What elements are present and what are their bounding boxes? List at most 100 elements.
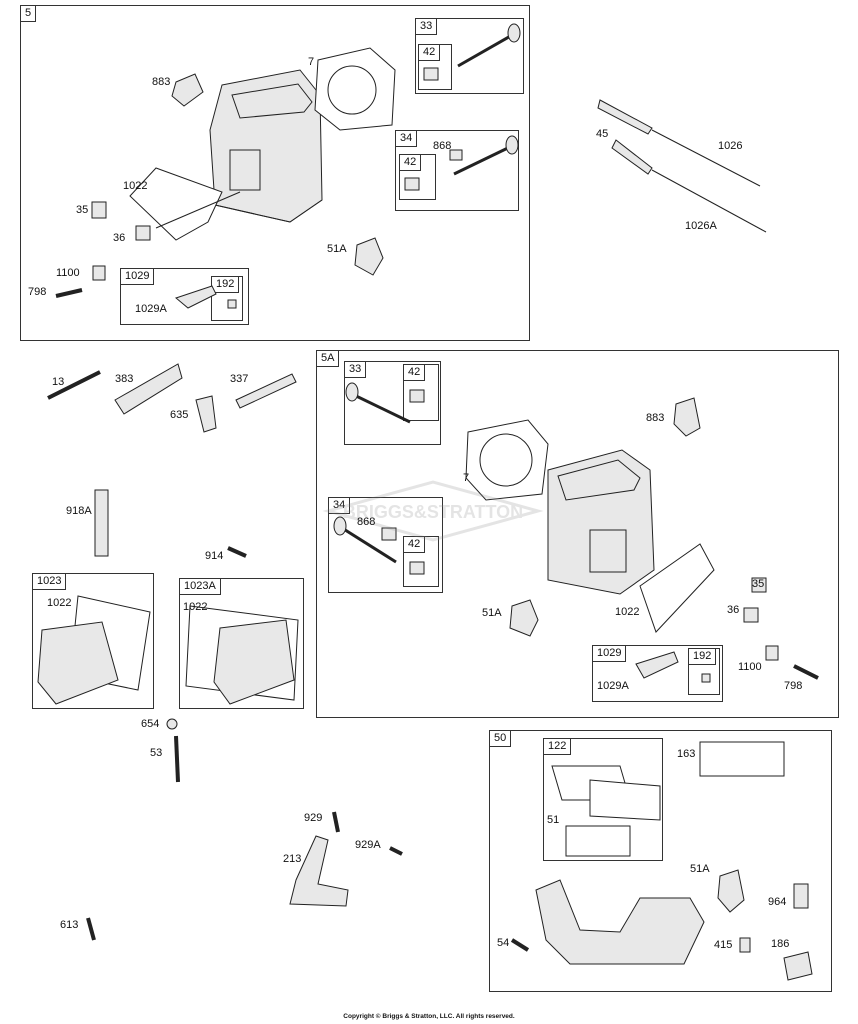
section-50-tag: 50 xyxy=(489,730,512,747)
bracket-213-illustration xyxy=(289,835,349,907)
box-1023: 1023 xyxy=(32,573,154,709)
box-42d-tag: 42 xyxy=(403,536,426,553)
box-34: 34 xyxy=(395,130,519,211)
box-33-tag: 33 xyxy=(415,18,438,35)
briggs-stratton-watermark: BRIGGS&STRATTON xyxy=(322,480,544,542)
section-5-box: 5 xyxy=(20,5,530,341)
keeper-42b-illustration xyxy=(404,177,420,191)
spark-plug-337-illustration xyxy=(235,373,297,409)
label-929: 929 xyxy=(304,812,323,824)
label-35-5A: 35 xyxy=(752,578,765,590)
gasket-51A-50-illustration xyxy=(717,869,745,913)
box-42a: 42 xyxy=(418,44,452,90)
label-1100: 1100 xyxy=(56,267,80,279)
section-50-box: 50 xyxy=(489,730,832,992)
label-883: 883 xyxy=(152,76,171,88)
label-1026: 1026 xyxy=(718,140,743,152)
gasket-51A-5A-illustration xyxy=(509,599,539,637)
bolt-929A-illustration xyxy=(389,846,403,856)
label-883-5A: 883 xyxy=(646,412,665,424)
label-53: 53 xyxy=(150,747,163,759)
nut-192-illustration xyxy=(227,299,237,309)
keeper-42a-illustration xyxy=(423,67,439,81)
pushrods-illustration xyxy=(597,99,767,233)
box-122-tag: 122 xyxy=(543,738,572,755)
bolt-798-illustration xyxy=(55,288,83,298)
label-1022-cover: 1022 xyxy=(47,597,72,609)
gasket-1022A-illustration xyxy=(639,543,715,633)
spring-36A-illustration xyxy=(743,607,759,623)
box-34A: 34 xyxy=(328,497,443,593)
box-33A: 33 xyxy=(344,361,441,445)
label-1100-5A: 1100 xyxy=(738,661,762,673)
gaskets-122-illustration xyxy=(551,765,661,857)
gasket-51A-illustration xyxy=(354,237,384,276)
label-868-5A: 868 xyxy=(357,516,376,528)
label-383: 383 xyxy=(115,373,134,385)
label-654: 654 xyxy=(141,718,160,730)
manifold-illustration xyxy=(535,879,705,965)
label-337: 337 xyxy=(230,373,249,385)
label-213: 213 xyxy=(283,853,302,865)
box-42a-tag: 42 xyxy=(418,44,441,61)
label-1029A-5A: 1029A xyxy=(597,680,629,692)
label-36-5A: 36 xyxy=(727,604,740,616)
box-1029A: 1029 xyxy=(592,645,723,702)
label-13: 13 xyxy=(52,376,65,388)
label-798-5A: 798 xyxy=(784,680,803,692)
label-163: 163 xyxy=(677,748,696,760)
seal-868A-illustration xyxy=(381,527,397,541)
box-1029-tag: 1029 xyxy=(120,268,155,285)
box-1029A-tag: 1029 xyxy=(592,645,627,662)
seal-868-illustration xyxy=(449,149,463,161)
box-1023-tag: 1023 xyxy=(32,573,67,590)
bolt-613-illustration xyxy=(86,917,96,941)
tube-918A-illustration xyxy=(94,489,109,557)
bolt-54-illustration xyxy=(510,938,530,952)
valve-33-illustration xyxy=(457,32,515,68)
box-1023A: 1023A xyxy=(179,578,304,709)
label-868: 868 xyxy=(433,140,452,152)
box-42d: 42 xyxy=(403,536,439,587)
bolt-929-illustration xyxy=(332,811,340,833)
elbow-635-illustration xyxy=(195,395,217,433)
gasket-7-illustration xyxy=(314,47,396,131)
label-635: 635 xyxy=(170,409,189,421)
nut-654-illustration xyxy=(166,718,178,730)
label-54: 54 xyxy=(497,937,510,949)
gasket-883A-illustration xyxy=(673,397,701,437)
watermark-text: BRIGGS&STRATTON xyxy=(343,502,523,522)
bolt-914-illustration xyxy=(227,546,247,558)
spring-35A-illustration xyxy=(751,577,767,593)
spring-36-illustration xyxy=(135,225,151,241)
valve-33A-illustration xyxy=(351,392,411,424)
label-929A: 929A xyxy=(355,839,381,851)
label-7: 7 xyxy=(308,56,315,68)
label-1022: 1022 xyxy=(123,180,148,192)
label-415: 415 xyxy=(714,939,733,951)
box-192A-tag: 192 xyxy=(688,648,717,665)
copyright-text: Copyright © Briggs & Stratton, LLC. All … xyxy=(343,1013,515,1020)
label-613: 613 xyxy=(60,919,79,931)
box-42b-tag: 42 xyxy=(399,154,422,171)
label-35: 35 xyxy=(76,204,89,216)
rocker-1029A-5A-illustration xyxy=(635,651,679,679)
valve-cover-1023A-illustration xyxy=(185,605,299,705)
part-964-illustration xyxy=(793,883,809,909)
label-914: 914 xyxy=(205,550,224,562)
gasket-883-illustration xyxy=(171,73,204,107)
label-7-5A: 7 xyxy=(463,472,470,484)
keeper-42c-illustration xyxy=(409,389,425,403)
label-798: 798 xyxy=(28,286,47,298)
box-34A-tag: 34 xyxy=(328,497,351,514)
valve-cover-1023-illustration xyxy=(37,595,151,705)
cylinder-head-5A-illustration xyxy=(547,449,655,595)
label-51A: 51A xyxy=(327,243,347,255)
box-42c-tag: 42 xyxy=(403,364,426,381)
gasket-1022-illustration xyxy=(129,167,223,241)
label-51: 51 xyxy=(547,814,560,826)
box-1029: 1029 xyxy=(120,268,249,325)
valve-34A-illustration xyxy=(341,526,397,564)
section-5A-tag: 5A xyxy=(316,350,340,367)
label-51A-5A: 51A xyxy=(482,607,502,619)
